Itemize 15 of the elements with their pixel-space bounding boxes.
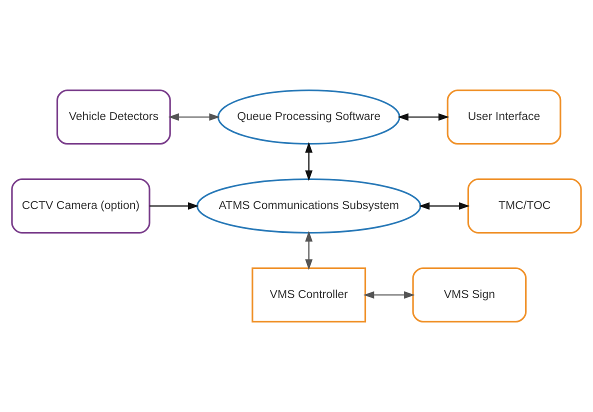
arrow — [150, 202, 199, 210]
node-box: User Interface — [446, 89, 562, 145]
node-box: VMS Sign — [412, 267, 527, 323]
node-box: CCTV Camera (option) — [11, 178, 150, 234]
node-ellipse: ATMS Communications Subsystem — [196, 178, 422, 234]
arrow — [398, 113, 450, 121]
node-box: TMC/TOC — [467, 178, 582, 234]
node-box: VMS Controller — [252, 267, 366, 323]
arrow — [168, 113, 220, 121]
arrow — [418, 202, 470, 210]
arrow — [305, 230, 313, 270]
node-box: Vehicle Detectors — [56, 89, 171, 145]
node-ellipse: Queue Processing Software — [217, 89, 400, 145]
arrow — [305, 142, 313, 182]
arrow — [363, 291, 415, 299]
